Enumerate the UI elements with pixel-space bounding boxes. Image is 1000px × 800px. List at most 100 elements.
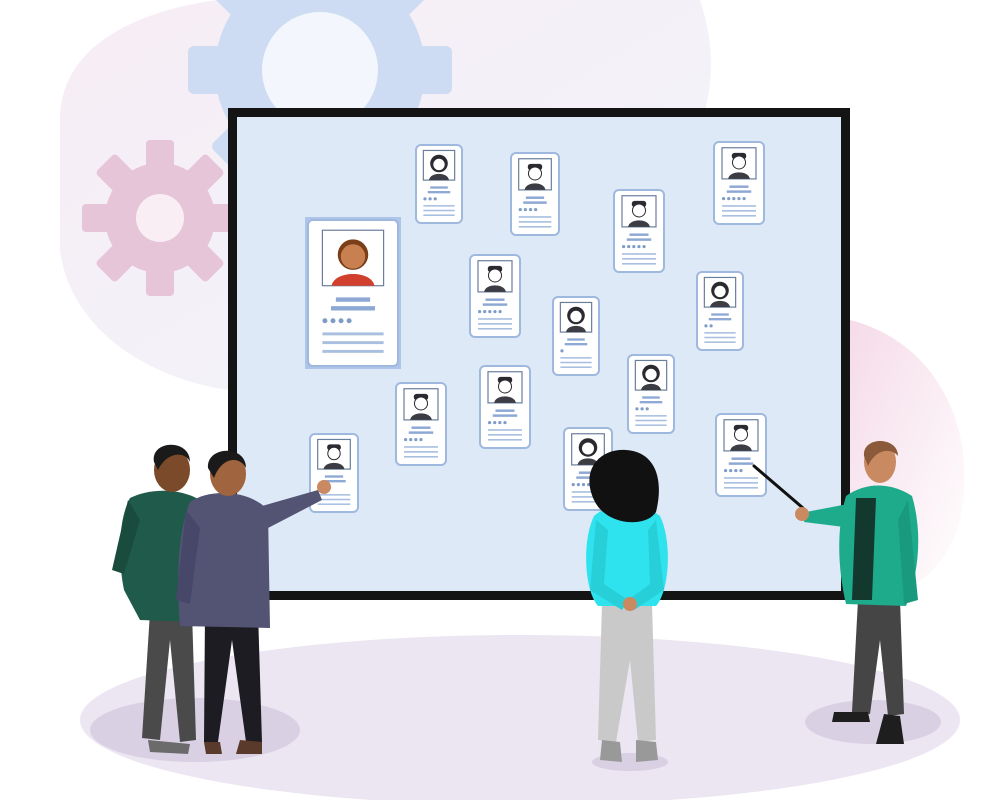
avatar-head (413, 396, 429, 411)
card-line (564, 343, 588, 346)
card-line (335, 297, 371, 302)
rating-star-icon (642, 244, 646, 249)
rating-star-icon (640, 407, 644, 411)
rating-star-icon (478, 309, 482, 314)
card-text-line (488, 429, 522, 431)
card-text-line (404, 451, 438, 453)
rating-star-icon (724, 468, 728, 473)
card-line (731, 457, 751, 460)
rating-star-icon (498, 309, 502, 314)
candidate-cards (305, 141, 767, 513)
card-text-line (724, 482, 758, 484)
rating-star-icon (727, 196, 731, 201)
card-text-line (488, 434, 522, 436)
rating-star-icon (709, 324, 713, 328)
card-line (482, 303, 508, 306)
card-text-line (704, 341, 736, 343)
card-line (711, 313, 729, 316)
rating-star-icon (742, 196, 746, 201)
card-line (324, 475, 344, 478)
rating-star-icon (576, 482, 581, 487)
pointer-stick (752, 464, 805, 510)
avatar-head (733, 427, 749, 442)
rating-star-icon (622, 244, 626, 249)
card-line (629, 233, 649, 236)
rating-star-icon (734, 468, 738, 473)
rating-star-icon (627, 244, 631, 249)
card-text-line (635, 424, 667, 426)
card-text-line (478, 327, 512, 330)
rating-star-icon (414, 437, 418, 442)
rating-star-icon (528, 207, 533, 212)
card-line (322, 480, 346, 483)
card-text-line (478, 318, 512, 320)
avatar-head (432, 157, 446, 172)
candidate-card (627, 354, 675, 434)
candidate-card (305, 217, 401, 369)
card-line (639, 401, 663, 404)
card-line (330, 306, 376, 311)
rating-star-icon (704, 324, 708, 328)
person-man-purple-blazer (176, 450, 331, 754)
card-line (492, 414, 518, 417)
rating-star-icon (523, 207, 528, 212)
avatar-head (527, 166, 543, 181)
person-woman-cyan-top (586, 449, 668, 762)
card-text-line (724, 486, 758, 489)
card-text-line (571, 496, 605, 498)
card-line (567, 338, 585, 341)
card-line (726, 190, 752, 193)
avatar-body (709, 300, 731, 308)
candidate-card (552, 296, 600, 376)
card-text-line (404, 455, 438, 458)
avatar-body (331, 274, 375, 286)
card-text-line (423, 214, 455, 216)
card-text-line (571, 500, 605, 503)
rating-star-icon (534, 207, 538, 212)
avatar-body (323, 462, 345, 470)
rating-star-icon (483, 309, 487, 314)
rating-star-icon (722, 196, 726, 201)
rating-star-icon (488, 420, 492, 425)
card-text-line (704, 332, 736, 334)
avatar-body (428, 173, 450, 181)
rating-star-icon (330, 318, 336, 324)
card-text-line (635, 415, 667, 417)
rating-star-icon (322, 318, 328, 324)
card-line (578, 471, 598, 474)
card-line (408, 431, 434, 434)
rating-star-icon (581, 482, 586, 487)
rating-star-icon (423, 197, 427, 201)
candidate-card (715, 413, 767, 497)
rating-star-icon (732, 196, 736, 201)
card-line (525, 196, 545, 199)
card-line (495, 409, 515, 412)
rating-star-icon (637, 244, 641, 249)
avatar-head (731, 155, 747, 170)
card-text-line (635, 419, 667, 422)
rating-star-icon (587, 482, 591, 487)
card-line (430, 186, 448, 189)
avatar-head (631, 203, 647, 218)
avatar-body (628, 220, 650, 227)
card-text-line (560, 361, 592, 364)
avatar-body (730, 444, 752, 451)
avatar-head (569, 309, 583, 324)
rating-star-icon (428, 197, 432, 201)
card-text-line (518, 221, 552, 223)
candidate-card (415, 144, 463, 224)
avatar-head (713, 284, 727, 299)
rating-star-icon (404, 437, 408, 442)
card-text-line (622, 262, 656, 265)
avatar-head (580, 441, 596, 456)
card-text-line (423, 209, 455, 212)
candidate-card (479, 365, 531, 449)
candidate-card (696, 271, 744, 351)
card-text-line (518, 216, 552, 218)
card-text-line (560, 357, 592, 359)
avatar-head (497, 379, 513, 394)
rating-star-icon (571, 482, 575, 487)
card-text-line (704, 336, 736, 339)
